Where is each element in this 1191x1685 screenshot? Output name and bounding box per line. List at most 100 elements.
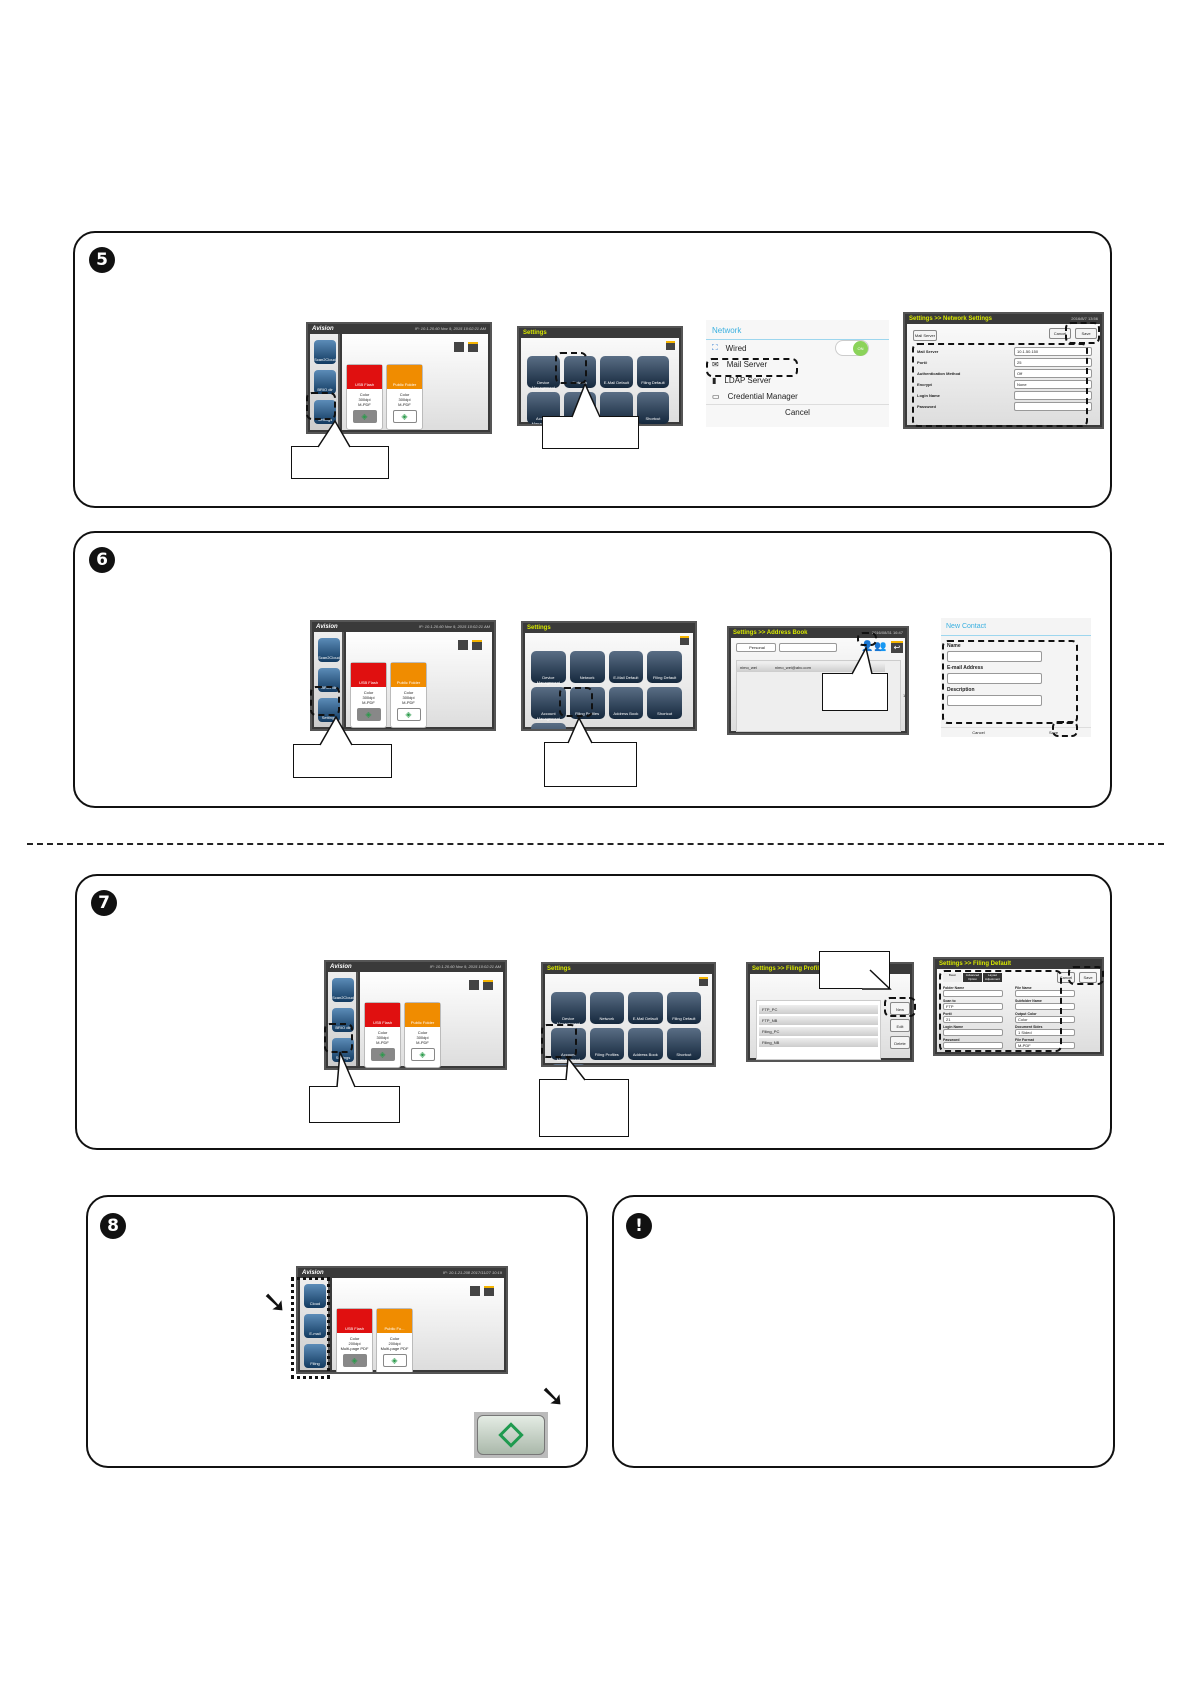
- settings-item[interactable]: Service Mode: [551, 1064, 586, 1065]
- home-icon[interactable]: [666, 341, 675, 350]
- field-input[interactable]: 21: [943, 1016, 1003, 1023]
- field-input[interactable]: [947, 651, 1042, 662]
- field-input[interactable]: [947, 695, 1042, 706]
- back-icon[interactable]: ↩: [891, 641, 903, 653]
- settings-item[interactable]: Account Management: [551, 1028, 586, 1062]
- cancel-button[interactable]: Cancel: [1057, 972, 1075, 983]
- field-input[interactable]: [947, 673, 1042, 684]
- card-start-button[interactable]: ◈: [392, 410, 417, 423]
- cancel-button[interactable]: Cancel: [1049, 328, 1071, 339]
- tab[interactable]: Advanced Option: [963, 973, 982, 982]
- shortcut-card[interactable]: Public Fo...Color 200dpi Multi-page PDF◈: [376, 1308, 413, 1372]
- sidebar-button[interactable]: Scan2Cloud: [314, 340, 336, 364]
- settings-item[interactable]: Device Management: [531, 651, 566, 685]
- sidebar-button[interactable]: Cloud: [304, 1284, 326, 1308]
- sidebar-button[interactable]: Filing: [304, 1344, 326, 1368]
- field-input[interactable]: [943, 1042, 1003, 1049]
- cancel-button[interactable]: Cancel: [706, 404, 889, 417]
- menu-icon[interactable]: [470, 1286, 480, 1296]
- home-icon[interactable]: [699, 977, 708, 986]
- card-start-button[interactable]: ◈: [396, 708, 421, 721]
- settings-item[interactable]: Filing Profiles: [589, 1028, 625, 1060]
- filing-profile-row[interactable]: FTP_PC: [759, 1005, 878, 1014]
- card-start-button[interactable]: ◈: [370, 1048, 395, 1061]
- field-input[interactable]: Off: [1014, 368, 1092, 378]
- network-item-mail-server[interactable]: ✉Mail Server: [712, 359, 768, 369]
- tab[interactable]: Layout Adjustment: [983, 973, 1002, 982]
- settings-item[interactable]: Filing Default: [666, 992, 702, 1024]
- address-filter-select[interactable]: Personal: [736, 643, 776, 652]
- field-input[interactable]: FTP: [943, 1003, 1003, 1010]
- settings-item[interactable]: Address Book: [628, 1028, 663, 1060]
- settings-item[interactable]: Shortcut: [647, 687, 682, 719]
- settings-item[interactable]: Address Book: [608, 687, 644, 719]
- sidebar-button[interactable]: BRIO dir: [314, 370, 336, 394]
- field-input[interactable]: M-PDF: [1015, 1042, 1075, 1049]
- field-input[interactable]: 10.1.50.150: [1014, 346, 1092, 356]
- field-input[interactable]: [943, 1029, 1003, 1036]
- field-input[interactable]: [1015, 1003, 1075, 1010]
- sidebar-button[interactable]: Scan2Cloud: [332, 978, 354, 1002]
- cancel-button[interactable]: Cancel: [972, 730, 985, 735]
- info-icon[interactable]: [472, 640, 482, 650]
- settings-item[interactable]: E-Mail Default: [628, 992, 663, 1024]
- settings-item[interactable]: Shortcut: [666, 1028, 702, 1060]
- settings-item[interactable]: Device Management: [527, 356, 560, 390]
- settings-item[interactable]: E-Mail Default: [600, 356, 633, 388]
- edit-profile-button[interactable]: Edit: [890, 1019, 910, 1032]
- wired-toggle[interactable]: ON: [835, 340, 869, 356]
- menu-icon[interactable]: [458, 640, 468, 650]
- field-input[interactable]: [1014, 401, 1092, 411]
- settings-item[interactable]: Shortcut: [636, 392, 670, 424]
- start-button[interactable]: [474, 1412, 548, 1458]
- settings-item[interactable]: Filing Default: [647, 651, 682, 683]
- tab[interactable]: Basic: [943, 973, 962, 982]
- info-icon[interactable]: [468, 342, 478, 352]
- home-icon[interactable]: [680, 636, 689, 645]
- save-button[interactable]: Save: [1075, 328, 1097, 339]
- card-start-button[interactable]: ◈: [352, 410, 377, 423]
- field-input[interactable]: None: [1014, 379, 1092, 389]
- card-start-button[interactable]: ◈: [382, 1354, 407, 1367]
- network-item-ldap-server[interactable]: ▮LDAP Server: [712, 375, 771, 385]
- settings-item[interactable]: Network: [589, 992, 625, 1024]
- sidebar-button[interactable]: Scan2Cloud: [318, 638, 340, 662]
- filing-profile-row[interactable]: Filing_PC: [759, 1027, 878, 1036]
- field-input[interactable]: [943, 990, 1003, 997]
- settings-item[interactable]: Service Mode: [531, 723, 566, 729]
- settings-item[interactable]: E-Mail Default: [608, 651, 644, 683]
- field-input[interactable]: 1 Sided: [1015, 1029, 1075, 1036]
- new-profile-button[interactable]: New: [890, 1002, 910, 1015]
- field-input[interactable]: 25: [1014, 357, 1092, 367]
- field-input[interactable]: [1015, 990, 1075, 997]
- settings-item[interactable]: Filing Default: [636, 356, 670, 388]
- settings-item[interactable]: Network: [569, 651, 605, 683]
- network-item-wired[interactable]: ⛶Wired ON: [706, 340, 889, 356]
- mail-server-tab[interactable]: Mail Server: [913, 330, 937, 341]
- filing-profile-row[interactable]: Filing_NB: [759, 1038, 878, 1047]
- delete-profile-button[interactable]: Delete: [890, 1036, 910, 1049]
- card-start-button[interactable]: ◈: [356, 708, 381, 721]
- card-start-button[interactable]: ◈: [342, 1354, 367, 1367]
- network-item-credential-manager[interactable]: ▭Credential Manager: [712, 391, 798, 401]
- save-button[interactable]: Save: [1079, 972, 1097, 983]
- field-input[interactable]: Color: [1015, 1016, 1075, 1023]
- menu-icon[interactable]: [469, 980, 479, 990]
- filing-profile-row[interactable]: FTP_NB: [759, 1016, 878, 1025]
- card-start-button[interactable]: ◈: [410, 1048, 435, 1061]
- menu-icon[interactable]: [454, 342, 464, 352]
- info-icon[interactable]: [484, 1286, 494, 1296]
- add-group-icon[interactable]: 👥: [874, 641, 887, 652]
- field-input[interactable]: [1014, 390, 1092, 400]
- sidebar-button[interactable]: E-mail: [304, 1314, 326, 1338]
- settings-item[interactable]: Device Management: [551, 992, 586, 1026]
- info-icon[interactable]: [483, 980, 493, 990]
